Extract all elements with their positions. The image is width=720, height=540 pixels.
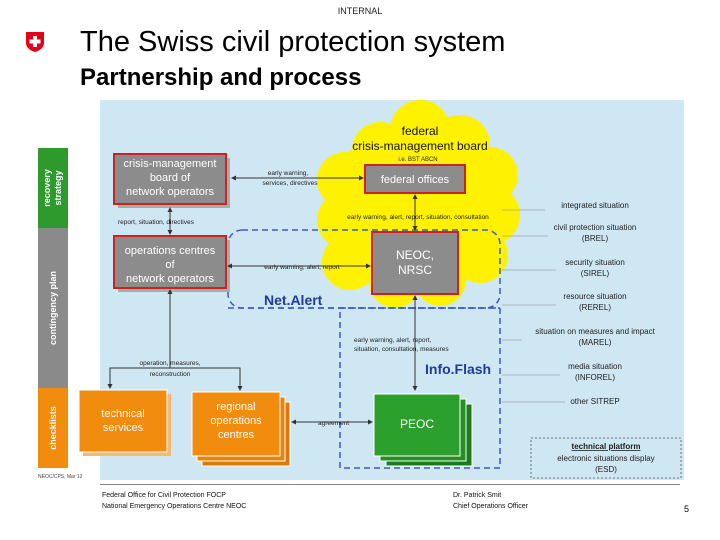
board-operators-label-2: board of (150, 172, 191, 184)
label-early-warning-consultation: early warning, alert, report, situation,… (347, 214, 489, 221)
label-early-warning-measures-1: early warning, alert, report, (354, 337, 432, 344)
platform-title: technical platform (572, 442, 641, 451)
situation-list: civil protection situation (BREL) securi… (535, 223, 655, 406)
footer-middle-line-1: Dr. Patrick Smit (453, 492, 502, 499)
side-label-contingency: contingency plan (48, 271, 58, 345)
peoc-box (373, 393, 461, 457)
label-report-situation: report, situation, directives (118, 219, 195, 226)
federal-offices-label: federal offices (381, 174, 450, 186)
infoflash-label: Info.Flash (425, 361, 491, 377)
diagram-stamp: NEOC/CPS, Mar 12 (38, 474, 83, 480)
page-number: 5 (684, 504, 690, 514)
situation-item-3-line-2: (REREL) (579, 303, 611, 312)
footer-left-line-2: National Emergency Operations Centre NEO… (102, 503, 247, 510)
footer-middle: Dr. Patrick Smit Chief Operations Office… (453, 490, 528, 512)
peoc-label: PEOC (400, 417, 434, 431)
label-early-warning-services-2: services, directives (263, 180, 319, 187)
infoflash-region (339, 307, 501, 469)
ops-centres-label-1: operations centres (125, 245, 216, 257)
technical-services-label-1: technical (101, 408, 144, 420)
situation-item-4-line-2: (MAREL) (579, 338, 612, 347)
cloud-title-2: crisis-management board (352, 139, 487, 153)
cloud-title-1: federal (402, 124, 439, 138)
cloud-subtitle: i.e. BST ABCN (398, 157, 437, 163)
situation-item-2-line-1: security situation (565, 258, 625, 267)
side-bar-checklists (38, 388, 68, 468)
svg-text:recovery: recovery (42, 169, 52, 207)
footer-middle-line-2: Chief Operations Officer (453, 503, 528, 510)
situation-item-1-line-1: civil protection situation (554, 223, 637, 232)
label-early-warning-measures-2: situation, consultation, measures (354, 346, 449, 353)
ops-centres-label-3: network operators (126, 273, 215, 285)
page-title: The Swiss civil protection system (80, 26, 506, 58)
side-label-recovery-1: recovery (42, 169, 52, 207)
label-operation-measures-2: reconstruction (150, 371, 191, 378)
regional-ops-label-2: operations (210, 415, 262, 427)
board-operators-label-3: network operators (126, 186, 215, 198)
ops-centres-label-2: of (165, 259, 175, 271)
situation-item-5-line-1: media situation (568, 362, 622, 371)
netalert-label: Net.Alert (264, 292, 323, 308)
side-bar-recovery (38, 148, 68, 228)
federal-offices-box (364, 164, 466, 194)
situation-item-5-line-2: (INFOREL) (575, 373, 615, 382)
board-operators-label-1: crisis-management (124, 158, 217, 170)
footer-divider (100, 484, 680, 485)
svg-text:strategy: strategy (53, 170, 63, 205)
situation-item-3-line-1: resource situation (563, 292, 626, 301)
netalert-region (227, 229, 501, 309)
classification-label: INTERNAL (337, 6, 383, 16)
side-label-checklists: checklists (48, 406, 58, 450)
regional-ops-label-1: regional (216, 401, 255, 413)
footer-left: Federal Office for Civil Protection FOCP… (102, 490, 246, 512)
neoc-label-2: NRSC (398, 263, 432, 277)
neoc-box (371, 231, 459, 295)
technical-services-box (78, 389, 168, 453)
side-label-recovery-2: strategy (53, 170, 63, 205)
side-bar-contingency (38, 228, 68, 388)
technical-services-label-2: services (103, 422, 144, 434)
label-operation-measures-1: operation, measures, (139, 360, 200, 367)
label-early-warning-report: early warning, alert, report (264, 264, 340, 271)
regional-ops-box (191, 391, 281, 457)
situation-item-4-line-1: situation on measures and impact (535, 327, 655, 336)
situation-item-2-line-2: (SIREL) (581, 269, 610, 278)
label-early-warning-services-1: early warning, (268, 170, 309, 177)
label-agreement: agreement (318, 420, 349, 427)
platform-line-1: electronic situations display (557, 454, 654, 463)
civil-protection-diagram: recovery strategy contingency plan check… (38, 100, 684, 480)
situation-item-1-line-2: (BREL) (582, 234, 609, 243)
platform-line-2: (ESD) (595, 465, 617, 474)
situation-item-6-line-1: other SITREP (570, 397, 619, 406)
situation-header: integrated situation (561, 201, 629, 210)
footer-left-line-1: Federal Office for Civil Protection FOCP (102, 492, 226, 499)
swiss-cross-logo (26, 32, 44, 52)
board-operators-box (113, 153, 227, 205)
page-subtitle: Partnership and process (80, 64, 362, 91)
neoc-label-1: NEOC, (396, 248, 434, 262)
regional-ops-label-3: centres (218, 429, 255, 441)
technical-platform-box (530, 437, 682, 479)
ops-centres-box (113, 235, 227, 289)
